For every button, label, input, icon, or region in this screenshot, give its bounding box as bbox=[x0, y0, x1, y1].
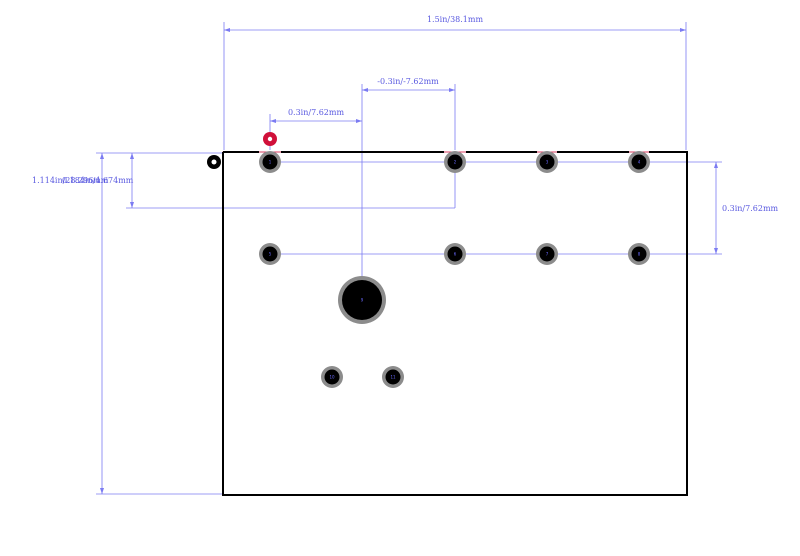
pad: 7 bbox=[536, 243, 558, 265]
pad-label: 11 bbox=[390, 375, 396, 380]
pad-label: 6 bbox=[454, 252, 457, 257]
pad-label: 8 bbox=[638, 252, 641, 257]
pin1-marker-black bbox=[207, 155, 221, 169]
dimension-right-spacing-text: 0.3in/7.62mm bbox=[722, 204, 779, 213]
dimension-top-width: 1.5in/38.1mm bbox=[223, 15, 687, 150]
pad-label: 7 bbox=[546, 252, 549, 257]
pad: 10 bbox=[321, 366, 343, 388]
dimension-pitch-positive-text: 0.3in/7.62mm bbox=[288, 108, 345, 117]
pad: 11 bbox=[382, 366, 404, 388]
pad: 5 bbox=[259, 243, 281, 265]
pin1-marker-red bbox=[263, 132, 277, 146]
pad-label: 1 bbox=[269, 160, 272, 165]
pad: 3 bbox=[536, 151, 558, 173]
pad-large: 9 bbox=[338, 276, 386, 324]
pad-label: 10 bbox=[329, 375, 335, 380]
dimension-left-height-b-text: 0.184in/4.674mm bbox=[62, 176, 134, 185]
pad: 6 bbox=[444, 243, 466, 265]
dimension-left-height-a-text: 1.114in/28.296mm bbox=[32, 176, 109, 185]
dimension-pitch-positive: 0.3in/7.62mm bbox=[269, 108, 362, 150]
pad-label: 2 bbox=[454, 160, 457, 165]
dimension-top-width-text: 1.5in/38.1mm bbox=[427, 15, 484, 24]
pad-label: 9 bbox=[361, 298, 364, 303]
pad: 2 bbox=[444, 151, 466, 173]
pad: 8 bbox=[628, 243, 650, 265]
pads-group: 1 2 3 4 5 6 7 8 bbox=[259, 151, 650, 388]
pad-label: 3 bbox=[546, 160, 549, 165]
dimension-pitch-negative-text: -0.3in/-7.62mm bbox=[377, 77, 439, 86]
pad-label: 5 bbox=[269, 252, 272, 257]
pad: 1 bbox=[259, 151, 281, 173]
pad-label: 4 bbox=[638, 160, 641, 165]
pad: 4 bbox=[628, 151, 650, 173]
dimension-left-height: 1.114in/28.296mm 0.184in/4.674mm bbox=[32, 152, 456, 495]
dimension-pitch-negative: -0.3in/-7.62mm bbox=[361, 77, 456, 300]
